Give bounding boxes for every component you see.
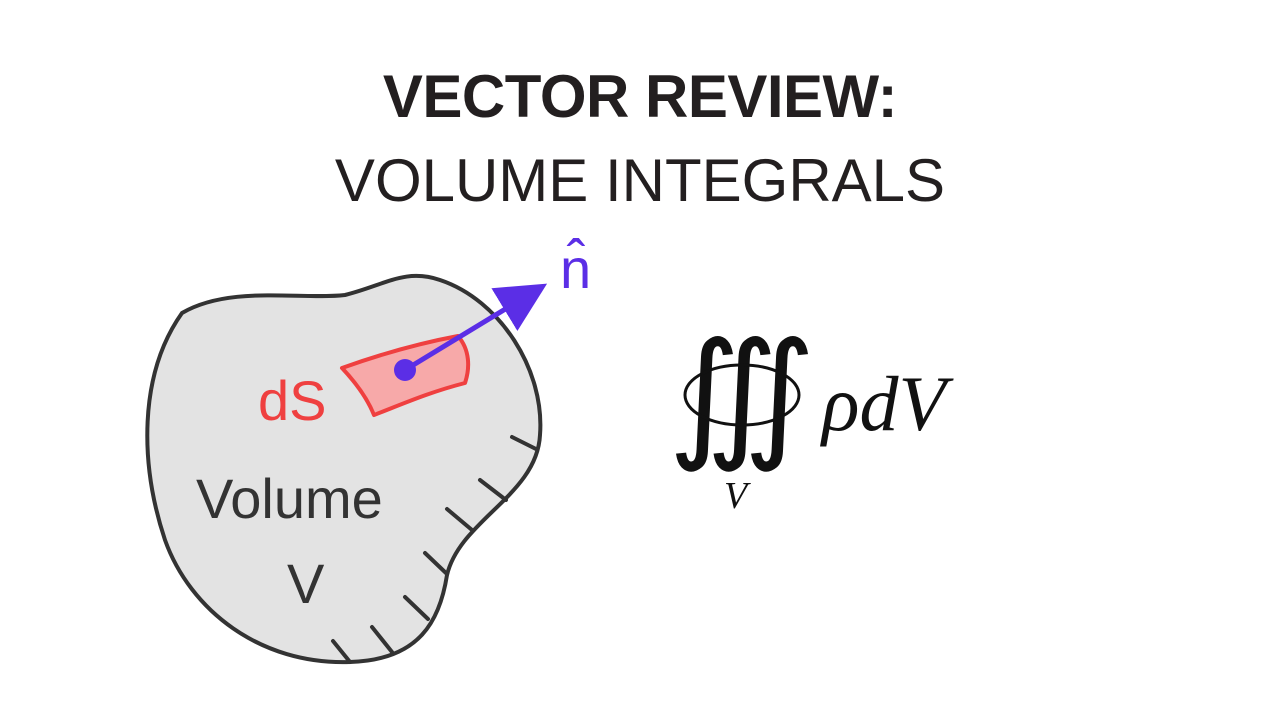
normal-vector-origin-dot	[394, 359, 416, 381]
volume-label-line-1: Volume	[196, 467, 383, 530]
integrand: ρdV	[820, 360, 954, 447]
hatch-mark	[510, 435, 538, 451]
surface-element-label: dS	[258, 369, 327, 432]
hatch-mark	[370, 625, 394, 654]
title-line-1: VECTOR REVIEW:	[382, 63, 898, 130]
hatch-mark	[331, 639, 352, 664]
triple-integral-symbol: ∭	[668, 318, 816, 473]
hatch-mark	[478, 478, 508, 502]
volume-label-line-2: V	[287, 552, 325, 615]
hatch-mark	[445, 507, 474, 532]
normal-vector-label: n̂	[560, 237, 591, 300]
hatch-mark	[423, 551, 449, 576]
normal-vector-arrow	[403, 283, 548, 373]
title-line-2: VOLUME INTEGRALS	[334, 147, 946, 214]
integral-subscript: V	[724, 475, 751, 517]
hatch-mark	[403, 595, 430, 621]
volume-integral-formula: ∭ ρdV V	[668, 318, 954, 517]
boundary-hatch-marks	[331, 435, 538, 664]
closed-surface-loop	[683, 363, 801, 427]
